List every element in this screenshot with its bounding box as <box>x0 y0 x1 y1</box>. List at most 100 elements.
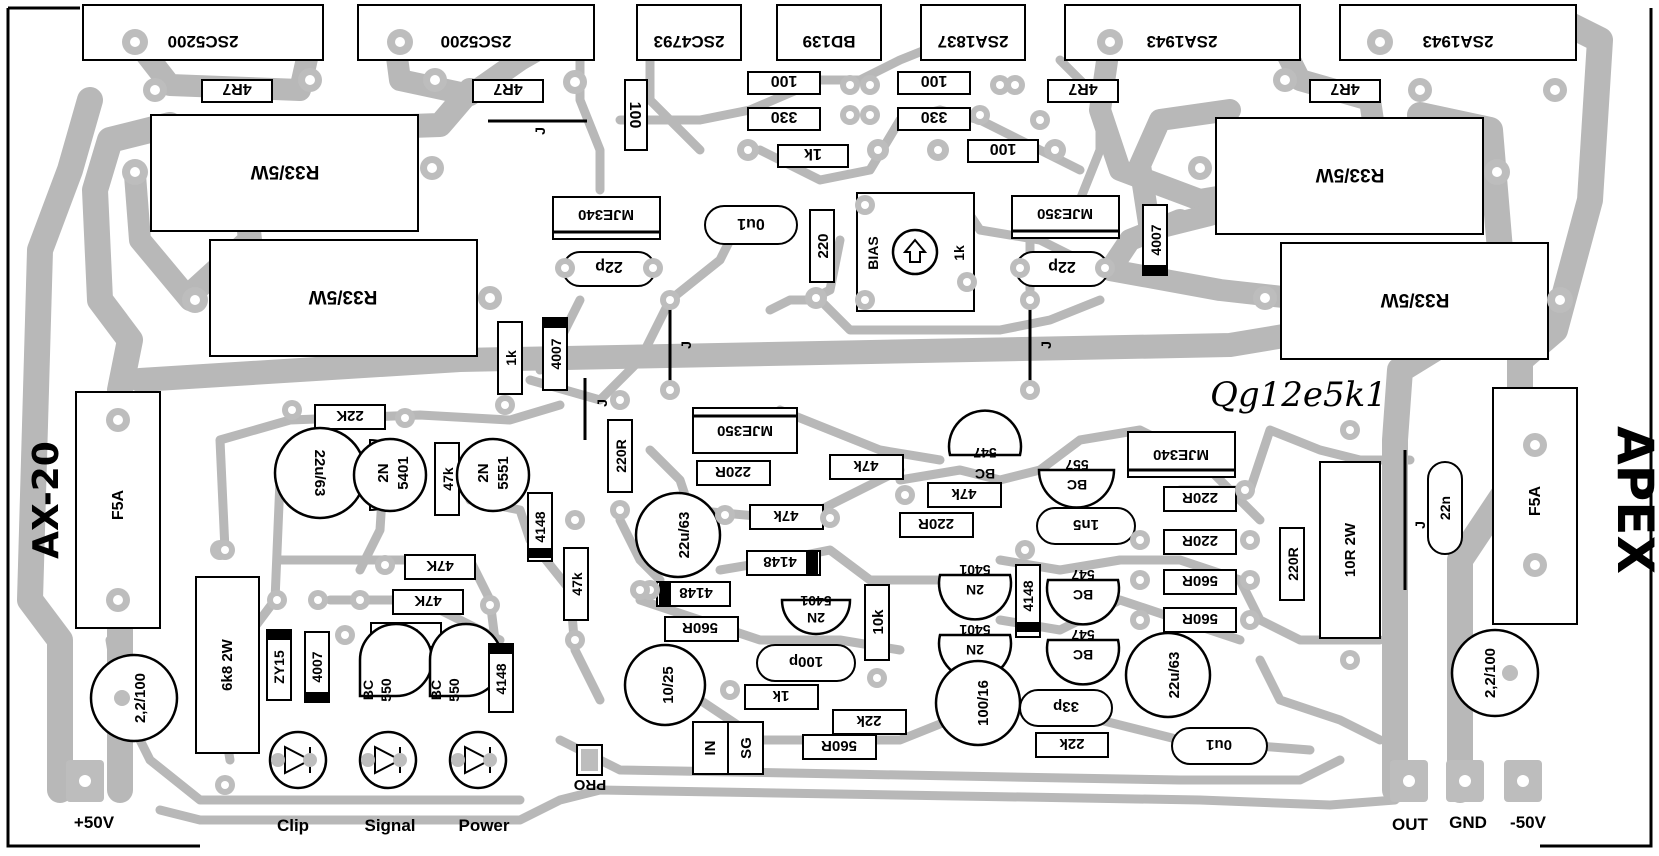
mje350-label: MJE350 <box>717 422 773 439</box>
c2-2-100-label: 2,2/100 <box>1482 648 1499 698</box>
diodes-4007-top: 4007 4007 1k <box>497 204 1168 395</box>
c22u63-label: 22u/63 <box>311 450 328 497</box>
output-transistor-row: 2SC5200 2SC5200 2SC4793 BD139 2SA1837 2S… <box>82 4 1577 61</box>
r47k-label: 47K <box>414 592 442 609</box>
jumper-label: J <box>678 341 694 349</box>
r033-label: R33/5W <box>251 161 320 182</box>
bc557-label: BC <box>1067 477 1087 493</box>
bias-label: BIAS <box>865 236 881 269</box>
transistor-label: 2SC4793 <box>654 32 725 51</box>
r100-label: 100 <box>990 140 1017 157</box>
board-title: AX-20 <box>26 441 67 559</box>
mje340-label: MJE340 <box>1153 446 1209 463</box>
c100p-label: 100p <box>789 653 823 670</box>
transistor-label: 2SA1837 <box>938 32 1009 51</box>
transistor-label: BD139 <box>803 32 856 51</box>
jumper-label: J <box>532 127 548 135</box>
led-signal <box>358 730 418 790</box>
bias-trimmer: BIAS 1k <box>855 192 977 312</box>
r1k-label: 1k <box>503 350 519 366</box>
gnd-label: GND <box>1449 813 1487 832</box>
r1k-label: 1k <box>804 145 822 162</box>
c22p-label: 22p <box>595 258 623 275</box>
t2n5401-label: 5401 <box>959 562 990 578</box>
c0u1-label: 0u1 <box>737 215 765 232</box>
bc547-label: BC <box>975 466 995 482</box>
r4r7-label: 4R7 <box>1330 80 1359 97</box>
c22p-label: 22p <box>1048 258 1076 275</box>
brand-logo: APEX <box>1606 426 1659 574</box>
power-connectors: +50V OUT GND -50V PRO <box>66 744 1547 834</box>
transistor-2sc5200-1: 2SC5200 <box>82 4 324 61</box>
bc547-label: 547 <box>973 445 997 461</box>
r47k-label: 47k <box>569 572 585 596</box>
d4148-label: 4148 <box>679 584 712 601</box>
r330-label: 330 <box>771 108 798 125</box>
transistor-pads <box>122 29 1567 130</box>
c10-25-label: 10/25 <box>660 666 677 704</box>
resistor-220: 220 <box>805 209 835 309</box>
r220-label: 220 <box>815 233 832 258</box>
r6k8-label: 6k8 2W <box>219 638 236 691</box>
c33p-label: 33p <box>1053 698 1079 715</box>
transistor-label: 2SA1943 <box>1423 32 1494 51</box>
input-switch-sg-label: SG <box>738 737 755 759</box>
t2n5401-label: 5401 <box>800 593 831 609</box>
r1k-label: 1k <box>772 687 789 704</box>
r47k-label: 47k <box>853 457 879 474</box>
c0u1-label: 0u1 <box>1206 736 1232 753</box>
transistor-2sa1837: 2SA1837 <box>920 4 1026 61</box>
supply-caps-2-2-100: 2,2/100 2,2/100 <box>89 628 1540 743</box>
r560r-label: 560R <box>682 619 718 636</box>
r220r-label: 220R <box>1285 547 1301 580</box>
cap-0u1-top: 0u1 <box>704 205 798 245</box>
led-power-label: Power <box>458 816 509 835</box>
out-label: OUT <box>1392 815 1429 834</box>
d4007-label: 4007 <box>1148 224 1164 255</box>
r47k-label: 47K <box>426 557 454 574</box>
driver-transistors-top: MJE340 MJE350 <box>552 195 1120 240</box>
c22n-label: 22n <box>1437 496 1453 520</box>
t2n5401-label: 5401 <box>395 456 412 489</box>
fuses: F5A F5A <box>75 387 1578 629</box>
bc550-label: 550 <box>378 678 394 702</box>
led-clip-label: Clip <box>277 816 309 835</box>
board-frame <box>6 6 1653 848</box>
r560r-label: 560R <box>1182 610 1218 627</box>
fuse-label: F5A <box>1527 485 1544 516</box>
t2n5551-label: 2N <box>475 463 492 482</box>
mje350-label: MJE350 <box>1037 205 1093 222</box>
jumper-label: J <box>1412 521 1428 529</box>
r220r-label: 220R <box>918 515 954 532</box>
left-component-cluster: 22K 22u/63 2N 5401 47k 2N 5551 4148 220R… <box>210 390 633 650</box>
center-component-cluster: MJE350 220R 47k 47k 47k 220R 4148 4148 5… <box>623 407 1002 775</box>
c22u63-label: 22u/63 <box>1166 652 1183 699</box>
psu-led-cluster: 6k8 2W ZY15 4007 BC 550 BC 550 4148 <box>195 540 514 795</box>
t2n5401-label: 2N <box>966 582 984 598</box>
bc547-label: 547 <box>1071 627 1095 643</box>
jumpers: J J J J J <box>488 119 1428 590</box>
r100-label: 100 <box>626 102 643 129</box>
transistor-bd139: BD139 <box>776 4 882 61</box>
bc550-label: 550 <box>446 678 462 702</box>
r100-label: 100 <box>921 72 948 89</box>
power-resistors-r33: R33/5W R33/5W R33/5W R33/5W <box>122 114 1573 360</box>
driver-resistors: 100 100 330 330 1k 100 100 <box>624 71 1066 168</box>
r100-label: 100 <box>771 72 798 89</box>
right-component-cluster: BC 547 BC 557 MJE340 1n5 220R 220R 560R … <box>934 409 1463 765</box>
bc547-label: BC <box>1073 587 1093 603</box>
t2n5401-label: 5401 <box>959 622 990 638</box>
r10k-label: 10k <box>870 609 887 635</box>
r033-label: R33/5W <box>309 286 378 307</box>
r033-label: R33/5W <box>1381 289 1450 310</box>
c22u63-label: 22u/63 <box>676 512 693 559</box>
d4007-label: 4007 <box>309 651 325 682</box>
transistor-2sc4793: 2SC4793 <box>636 4 742 61</box>
t2n5551-label: 5551 <box>495 456 512 489</box>
t2n5401-label: 2N <box>966 642 984 658</box>
led-signal-label: Signal <box>364 816 415 835</box>
r560r-label: 560R <box>821 737 857 754</box>
c100-16-label: 100/16 <box>975 680 992 726</box>
transistor-label: 2SA1943 <box>1147 32 1218 51</box>
